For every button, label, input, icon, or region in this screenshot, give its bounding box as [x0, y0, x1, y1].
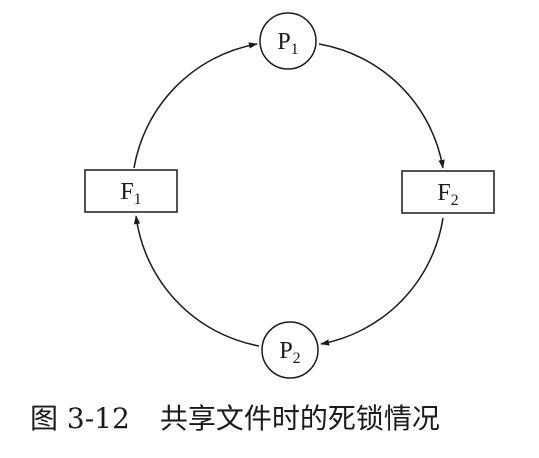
figure-caption-text: 共享文件时的死锁情况 [159, 402, 440, 435]
arrow-f2-to-p2 [320, 217, 444, 346]
arrow-p1-to-f2 [318, 43, 445, 169]
process-label-p1: P1 [277, 29, 298, 58]
file-label-f1: F1 [120, 179, 141, 208]
arrow-p2-to-f1 [133, 215, 260, 347]
file-node-f2: F2 [401, 170, 495, 214]
process-node-p1: P1 [259, 12, 317, 70]
process-node-p2: P2 [261, 321, 319, 379]
file-label-f2: F2 [437, 180, 458, 209]
figure-number: 图 3-12 [30, 402, 130, 435]
file-node-f1: F1 [84, 169, 178, 213]
process-label-p2: P2 [279, 338, 300, 367]
figure-caption: 图 3-12 共享文件时的死锁情况 [30, 402, 440, 436]
arrow-f1-to-p1 [133, 42, 258, 169]
